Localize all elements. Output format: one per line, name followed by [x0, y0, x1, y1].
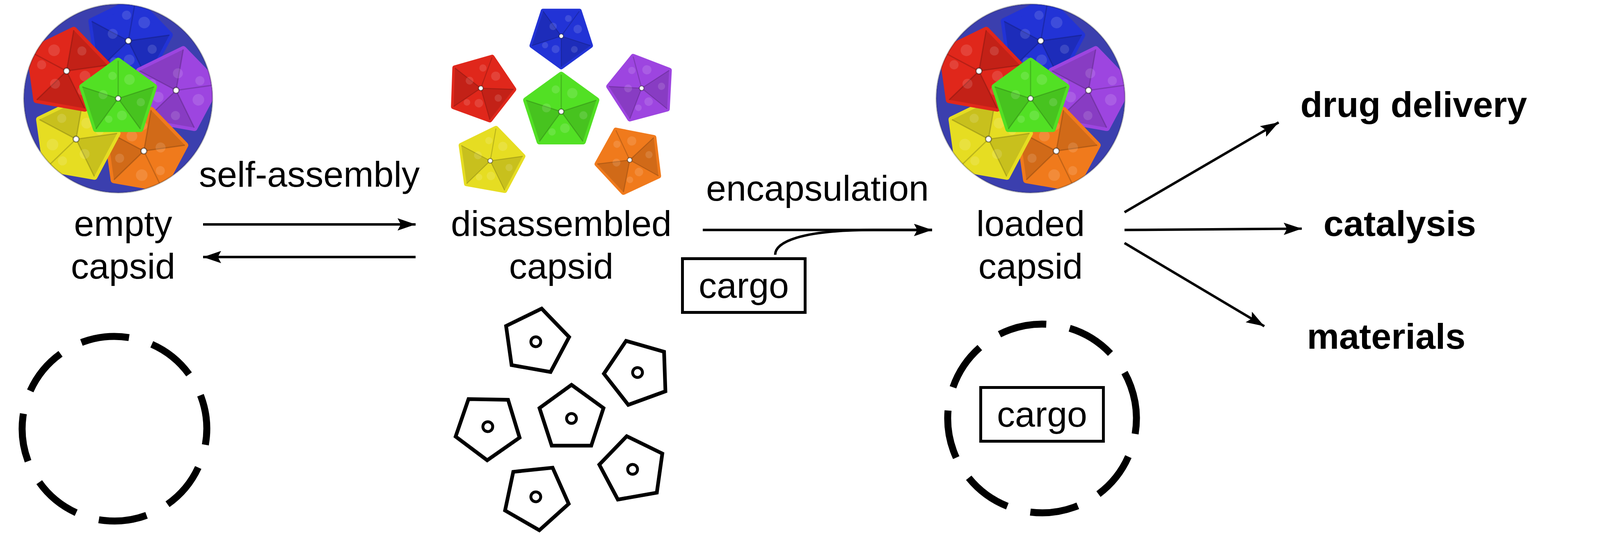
application-label: drug delivery — [1296, 79, 1532, 131]
node-text: materials — [1307, 315, 1466, 358]
pentamer-model — [523, 0, 604, 74]
pentagon-sketch — [499, 303, 574, 375]
pentagon-sketches — [442, 303, 677, 537]
dashed-capsid — [921, 297, 1164, 540]
pentamer-model — [587, 116, 670, 197]
connector-arrow — [203, 223, 416, 226]
pentagon-sketch — [494, 451, 581, 537]
node-text: drug delivery — [1300, 83, 1528, 126]
connector-arrow — [1124, 122, 1279, 213]
edge-label: self-assembly — [195, 153, 423, 196]
application-label: catalysis — [1319, 198, 1481, 250]
node-text: cargo — [996, 393, 1088, 436]
pentagon-sketch — [539, 384, 604, 446]
dashed-capsid — [0, 310, 233, 544]
cargo-box: cargo — [681, 257, 807, 314]
capsid-model — [11, 0, 223, 206]
pentagon-sketch — [595, 430, 669, 502]
node-text: disassembled capsid — [442, 202, 681, 288]
edge-label: encapsulation — [702, 166, 933, 210]
node-text: cargo — [698, 264, 789, 307]
stage-label: empty capsid — [61, 198, 185, 292]
pentamer-model — [603, 48, 679, 122]
application-label: materials — [1302, 310, 1470, 362]
capsid-model — [923, 0, 1136, 206]
connector-arrow — [1124, 228, 1302, 230]
cargo-box: cargo — [979, 386, 1105, 443]
stage-label: disassembled capsid — [438, 198, 685, 292]
node-text: loaded capsid — [966, 202, 1095, 288]
connector-arrow — [775, 230, 933, 256]
connector-arrow — [1124, 242, 1265, 327]
node-text: empty capsid — [65, 202, 181, 288]
pentagon-sketch — [442, 380, 530, 468]
pentamer-model — [442, 46, 522, 124]
stage-label: loaded capsid — [962, 198, 1099, 292]
pentamer-model — [525, 74, 597, 142]
pentamer-model — [454, 123, 527, 193]
node-text: catalysis — [1323, 202, 1477, 245]
connector-arrow — [203, 256, 416, 259]
pentagon-sketch — [596, 329, 677, 410]
pentamer-models — [442, 0, 679, 198]
